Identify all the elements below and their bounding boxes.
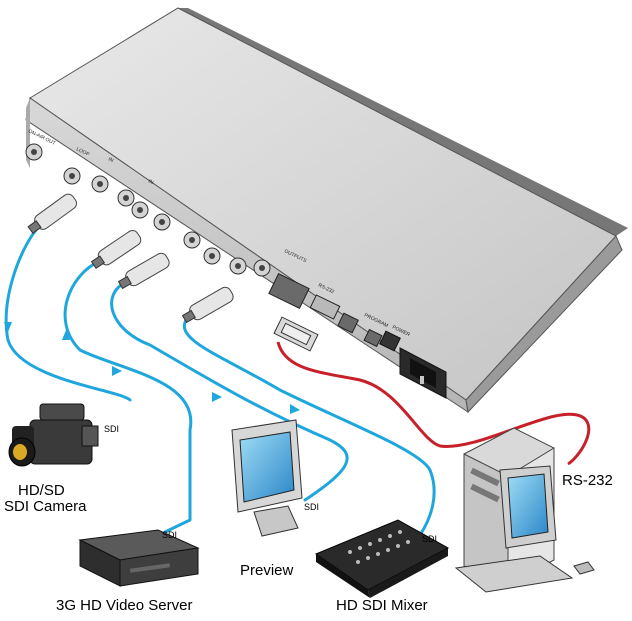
- cable-camera: [4, 228, 132, 402]
- camera-label-line2: SDI Camera: [4, 498, 87, 515]
- bnc-in-1: [91, 175, 109, 193]
- camera-cable-label: SDI: [104, 424, 120, 434]
- server-label: 3G HD Video Server: [56, 597, 193, 614]
- plug-mixer: [181, 286, 234, 324]
- bnc-in-4: [153, 213, 171, 231]
- bnc-out-3: [229, 257, 247, 275]
- camera-label-line1: HD/SD: [18, 482, 65, 499]
- plug-camera: [27, 193, 78, 234]
- power-inlet: [399, 347, 447, 399]
- bnc-in-3: [131, 201, 149, 219]
- cable-server: [63, 260, 193, 534]
- signal-arrows: [4, 322, 300, 414]
- arrow-right-icon: [112, 366, 122, 376]
- db9-plug: [273, 316, 319, 352]
- mixer-console-icon: [314, 519, 450, 598]
- legend-in-b: IN: [147, 178, 154, 186]
- arrow-right-icon: [290, 404, 300, 414]
- bnc-out-1: [183, 231, 201, 249]
- legend-in-a: IN: [107, 156, 114, 164]
- preview-label: Preview: [240, 562, 294, 579]
- terminal-blocks: [268, 272, 401, 352]
- arrow-right-icon: [212, 392, 222, 402]
- mixer-label: HD SDI Mixer: [336, 597, 428, 614]
- bnc-in-2: [117, 189, 135, 207]
- server-cable-label: SDI: [162, 530, 178, 540]
- bnc-on-air-out: [25, 143, 43, 161]
- arrow-down-icon: [4, 322, 12, 332]
- monitor-icon: [231, 419, 303, 537]
- bnc-connectors: [25, 143, 271, 277]
- legend-loop: LOOP: [75, 146, 91, 158]
- preview-cable-label: SDI: [304, 502, 320, 512]
- rs232-cable: [273, 316, 591, 466]
- rs232-label: RS-232: [562, 472, 613, 489]
- desktop-pc-icon: [454, 427, 595, 593]
- video-camera-icon: [8, 403, 99, 467]
- mixer-cable-label: SDI: [422, 534, 438, 544]
- bnc-out-4: [253, 259, 271, 277]
- switcher-chassis: [25, 7, 628, 414]
- video-server-icon: [78, 529, 200, 587]
- arrow-up-icon: [62, 330, 70, 340]
- bnc-loop: [63, 167, 81, 185]
- plug-preview: [117, 252, 170, 290]
- cable-mixer: [182, 318, 436, 537]
- cable-preview: [110, 280, 349, 502]
- plug-server: [90, 230, 142, 270]
- sdi-cables: [4, 228, 436, 537]
- bnc-out-2: [203, 247, 221, 265]
- cable-plugs: [27, 193, 234, 324]
